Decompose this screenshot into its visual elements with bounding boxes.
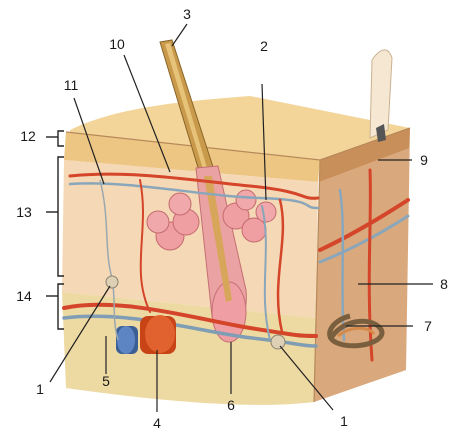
label-10: 10	[109, 36, 125, 52]
label-3: 3	[183, 6, 191, 22]
label-13: 13	[16, 204, 32, 220]
label-11: 11	[64, 77, 79, 93]
layer-brackets	[46, 131, 64, 329]
lamellar-corpuscle-left	[106, 276, 118, 288]
bracket-12	[58, 131, 64, 146]
leader-3	[172, 24, 187, 46]
epidermis-flap	[370, 50, 392, 138]
label-1-left: 1	[36, 381, 44, 397]
label-1-right: 1	[340, 413, 348, 429]
label-7: 7	[424, 318, 432, 334]
lamellar-corpuscle-right	[271, 335, 285, 349]
label-5: 5	[102, 373, 110, 389]
label-4: 4	[153, 415, 161, 431]
label-6: 6	[227, 397, 235, 413]
label-2: 2	[260, 38, 268, 54]
label-9: 9	[420, 152, 428, 168]
label-14: 14	[16, 288, 32, 304]
label-12: 12	[20, 128, 36, 144]
label-8: 8	[440, 276, 448, 292]
